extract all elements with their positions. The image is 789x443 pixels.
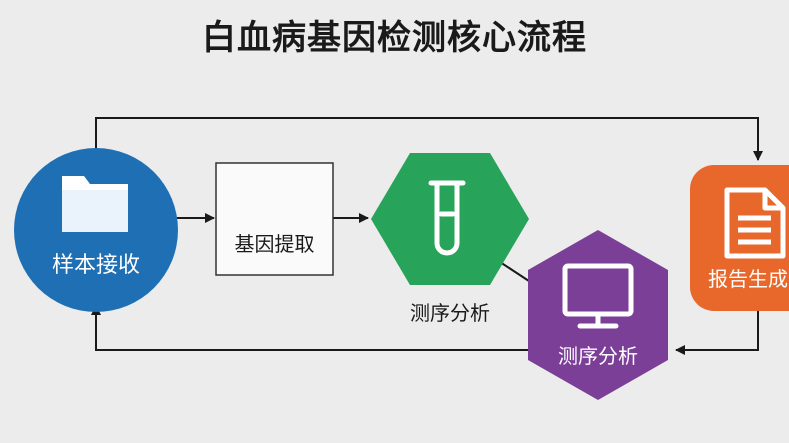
node-sample[interactable] [14,148,178,312]
arrow-report-to-analysis [675,310,759,355]
node-analysis[interactable] [528,230,668,400]
node-extract[interactable] [215,162,334,276]
report-label: 报告生成 [708,267,788,291]
document-icon [724,187,786,259]
arrow-sample-to-report [95,117,763,161]
sequence-label: 测序分析 [410,301,490,325]
sample-label: 样本接收 [51,253,140,278]
connectors [91,117,763,355]
arrow-analysis-to-sample [91,305,528,351]
analysis-label: 测序分析 [558,344,638,368]
extract-label: 基因提取 [234,232,315,256]
node-report[interactable] [690,165,789,311]
folder-icon [62,176,128,232]
monitor-icon [562,263,634,329]
test-tube-icon [428,180,466,256]
diagram-title: 白血病基因检测核心流程 [202,18,587,58]
node-sequence[interactable] [371,153,529,285]
